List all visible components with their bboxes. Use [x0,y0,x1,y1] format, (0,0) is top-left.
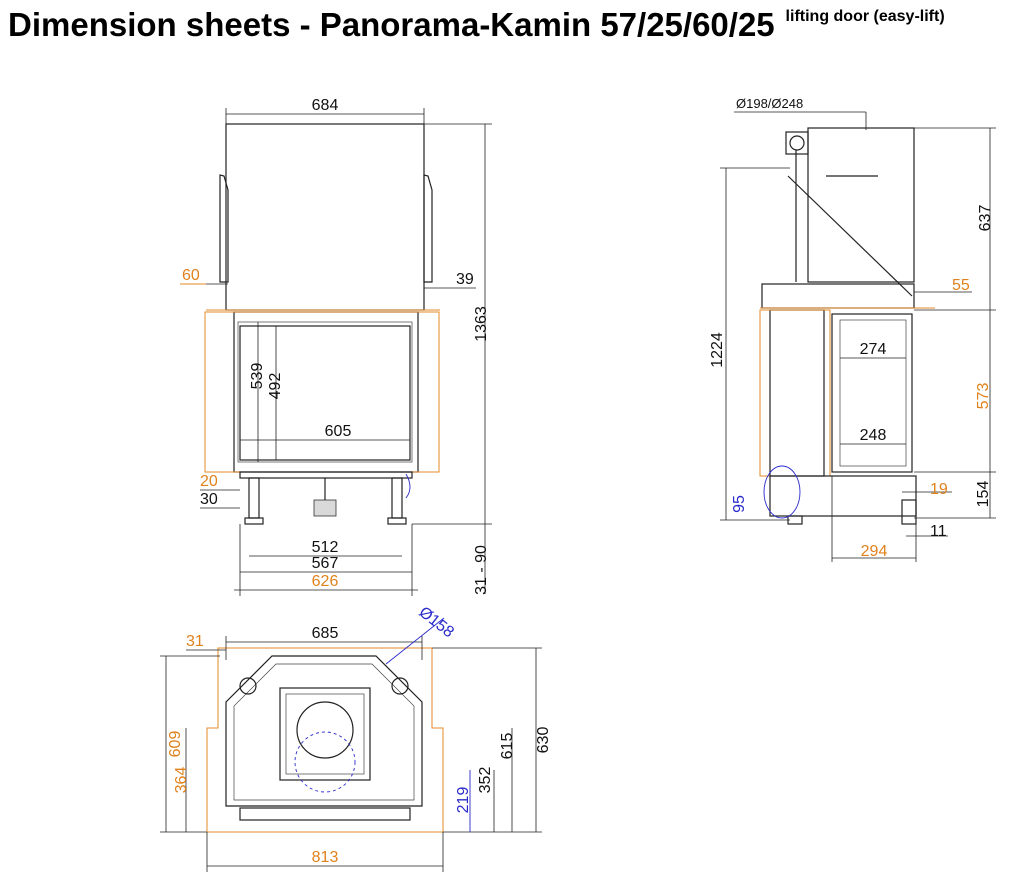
label-60: 60 [182,267,200,284]
label-352: 352 [477,767,494,794]
label-274: 274 [860,341,887,358]
label-219: 219 [455,787,472,814]
top-front-edge [239,807,411,821]
label-19: 19 [930,481,948,498]
label-flue: Ø198/Ø248 [736,96,803,111]
label-492: 492 [267,373,284,400]
front-foot-left [244,517,264,525]
front-bracket-left [219,174,229,283]
front-foot-right [387,517,407,525]
label-154: 154 [975,481,992,508]
label-684: 684 [312,97,339,114]
label-685: 685 [312,625,339,642]
title-sub: lifting door (easy-lift) [785,8,945,25]
label-573: 573 [975,383,992,410]
side-hood-outline [807,127,915,283]
label-294: 294 [861,543,888,560]
dimline-158 [385,617,445,665]
label-30: 30 [200,491,218,508]
label-364: 364 [173,767,190,794]
label-55: 55 [952,277,970,294]
side-top-plate [761,283,915,309]
side-pulley [789,135,805,151]
side-air-intake-circle [763,465,801,519]
page-title: Dimension sheets - Panorama-Kamin 57/25/… [8,6,945,44]
top-pulley-right [391,677,409,695]
front-glass-inner [239,325,411,461]
label-11: 11 [930,523,947,540]
front-glass [237,321,413,463]
side-flue-box [785,131,809,155]
label-605: 605 [325,423,352,440]
front-body-outline [233,311,419,473]
front-air-inlet [313,499,337,517]
label-626: 626 [312,573,339,590]
front-hood-outline [225,123,425,311]
top-air-inlet-circle [294,731,356,793]
label-95: 95 [731,495,748,513]
top-view: 31 685 Ø158 609 364 352 615 630 219 813 [160,604,552,872]
top-pulley-left [239,677,257,695]
label-20: 20 [200,473,218,490]
side-foot-right [901,499,917,525]
side-foot-left [787,515,803,525]
front-leg-left [248,477,260,519]
front-base-plate [239,471,413,479]
label-31: 31 [186,633,204,650]
label-609: 609 [167,731,184,758]
front-view: 684 60 39 1363 539 492 605 20 30 512 567… [180,97,492,596]
label-31-90: 31 - 90 [473,545,490,595]
top-body-outline [225,655,423,807]
side-base [769,475,917,517]
top-flue-plate-inner [285,693,365,775]
front-air-swing [405,473,411,499]
side-view: Ø198/Ø248 637 55 1224 274 573 248 95 19 … [709,96,996,562]
label-637: 637 [977,205,994,232]
label-1363: 1363 [473,306,490,342]
top-body-inner [233,663,415,801]
side-door-frame [831,313,913,473]
top-orange-footprint [206,647,444,833]
label-813: 813 [312,849,339,866]
side-lift-arm [787,175,913,297]
label-539: 539 [249,363,266,390]
top-flue-plate [279,687,371,781]
label-630: 630 [535,727,552,754]
label-567: 567 [312,555,339,572]
label-512: 512 [312,539,339,556]
label-1224: 1224 [709,332,726,368]
label-615: 615 [499,733,516,760]
front-leg-right [391,477,403,519]
side-body-back [769,309,825,477]
top-flue-collar [296,701,354,759]
title-main: Dimension sheets - Panorama-Kamin 57/25/… [8,6,775,43]
side-door-glass [839,319,907,467]
front-bracket-right [423,174,433,283]
label-248: 248 [860,427,887,444]
label-39: 39 [456,271,474,288]
